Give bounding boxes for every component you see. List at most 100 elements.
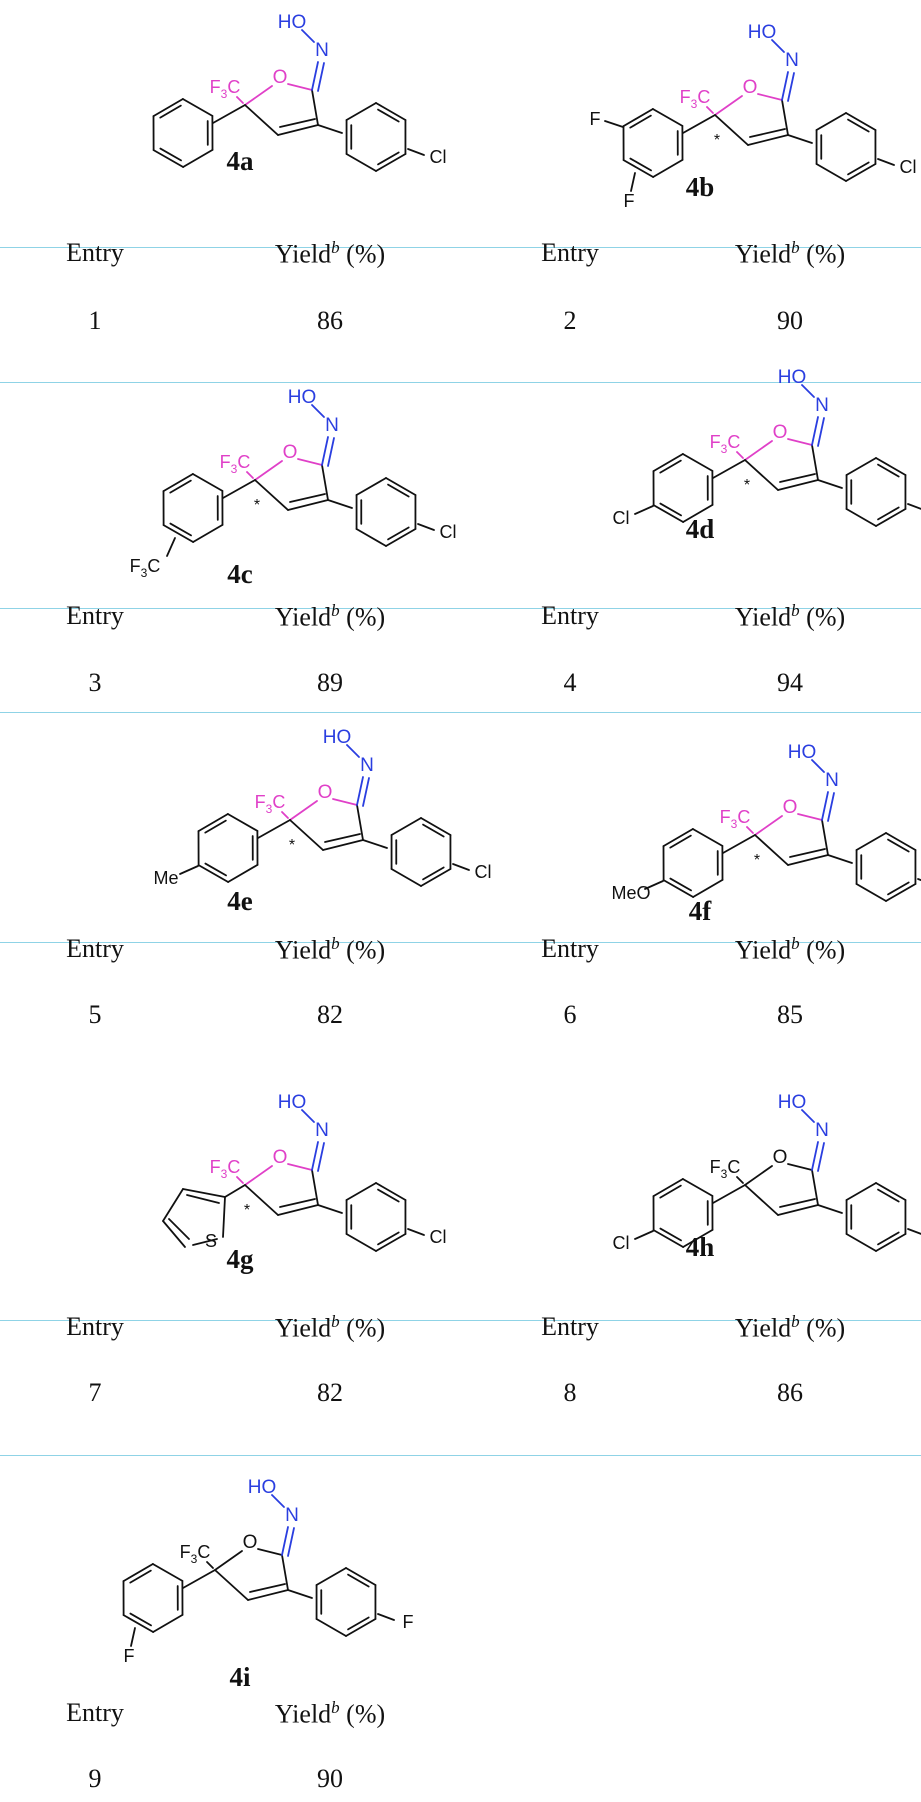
ring-bond <box>622 159 655 178</box>
cf3-bond <box>736 1176 744 1184</box>
ring-bond <box>222 1196 226 1238</box>
ring-bond <box>254 460 283 481</box>
ring-bond <box>662 828 694 848</box>
ring-double-bond <box>279 118 316 128</box>
ring-bond <box>257 1548 283 1556</box>
ring-bond <box>162 1220 186 1248</box>
ring-bond <box>662 879 695 898</box>
n-o-bond <box>301 1109 315 1123</box>
ring-bond <box>227 863 259 883</box>
ring-bond <box>652 453 684 473</box>
ring-bond <box>692 878 724 898</box>
ring-bond <box>845 457 877 476</box>
ring-bond <box>345 1182 377 1201</box>
entry-header: Entry <box>541 1312 599 1341</box>
ring-bond <box>122 1563 154 1583</box>
ring-bond <box>885 832 917 851</box>
ring-bond <box>375 1182 407 1201</box>
imine-double-bond <box>317 62 325 92</box>
n-o-bond <box>771 39 785 53</box>
compound-label: 4c <box>227 559 253 589</box>
bond <box>787 134 813 144</box>
cf3-group: F3C <box>720 807 751 831</box>
bond <box>634 1230 654 1240</box>
imine-bond <box>321 436 329 466</box>
bond <box>877 158 895 166</box>
ring-double-bond <box>847 118 870 133</box>
left-substituent: Me <box>153 868 178 888</box>
ring-bond <box>815 163 847 182</box>
imine-nitrogen: N <box>815 395 829 416</box>
imine-bond <box>811 1141 819 1171</box>
ring-bond <box>875 508 907 527</box>
ring-bond <box>681 453 714 472</box>
compound-label: 4h <box>685 1232 715 1262</box>
yield-value: 85 <box>777 1000 803 1029</box>
ring-bond <box>652 504 685 523</box>
thiophene-sulfur: S <box>205 1231 217 1251</box>
ring-bond <box>875 1233 907 1252</box>
bond <box>289 819 324 851</box>
entry-header: Entry <box>66 601 124 630</box>
cf3-bond <box>206 1561 214 1569</box>
bond <box>254 479 289 511</box>
hydroxyl: HO <box>778 367 807 388</box>
yield-header: Yieldb (%) <box>734 601 846 632</box>
bond <box>311 89 319 126</box>
bond <box>777 1204 819 1216</box>
ring-bond <box>355 477 387 496</box>
imine-bond <box>811 416 819 446</box>
stereo-star: * <box>244 1202 250 1219</box>
cf3-bond <box>281 811 289 819</box>
ring-bond <box>797 813 823 821</box>
yield-header: Yieldb (%) <box>274 238 386 269</box>
ring-bond <box>682 1228 714 1248</box>
yield-header: Yieldb (%) <box>274 1312 386 1343</box>
ring-bond <box>287 1163 313 1171</box>
bond <box>244 1184 279 1216</box>
ring-double-bond <box>877 463 900 478</box>
cf3-bond <box>736 451 744 459</box>
ring-double-bond <box>629 114 652 129</box>
bond <box>744 1184 779 1216</box>
table-rule <box>0 942 921 943</box>
ring-bond <box>162 524 195 543</box>
ring-bond <box>885 883 917 902</box>
ring-bond <box>875 1182 907 1201</box>
imine-bond <box>311 61 319 91</box>
ring-double-bond <box>129 1569 152 1584</box>
n-o-bond <box>801 384 815 398</box>
ring-bond <box>875 457 907 476</box>
ring-double-bond <box>779 473 816 483</box>
ring-bond <box>197 864 230 883</box>
n-o-bond <box>801 1109 815 1123</box>
bond <box>644 880 664 890</box>
yield-value: 90 <box>777 306 803 335</box>
ring-double-bond <box>347 1573 370 1588</box>
ring-bond <box>855 883 887 902</box>
stereo-star: * <box>714 132 720 149</box>
imine-nitrogen: N <box>360 755 374 776</box>
n-o-bond <box>811 759 825 773</box>
imine-double-bond <box>362 777 370 807</box>
cf3-group: F3C <box>220 452 251 476</box>
yield-value: 82 <box>317 1378 343 1407</box>
ring-double-bond <box>659 459 682 474</box>
ring-bond <box>681 1178 714 1197</box>
bond <box>212 104 246 124</box>
imine-nitrogen: N <box>815 1120 829 1141</box>
entry-value: 1 <box>88 306 102 335</box>
imine-bond <box>821 791 829 821</box>
cf3-group: F3C <box>180 1542 211 1566</box>
imine-bond <box>781 71 789 101</box>
ring-bond <box>162 473 194 493</box>
bond <box>604 120 624 128</box>
entry-value: 9 <box>88 1764 102 1793</box>
ring-bond <box>214 1550 243 1571</box>
entry-header: Entry <box>541 238 599 267</box>
ring-bond <box>714 95 743 116</box>
bond <box>787 854 829 866</box>
